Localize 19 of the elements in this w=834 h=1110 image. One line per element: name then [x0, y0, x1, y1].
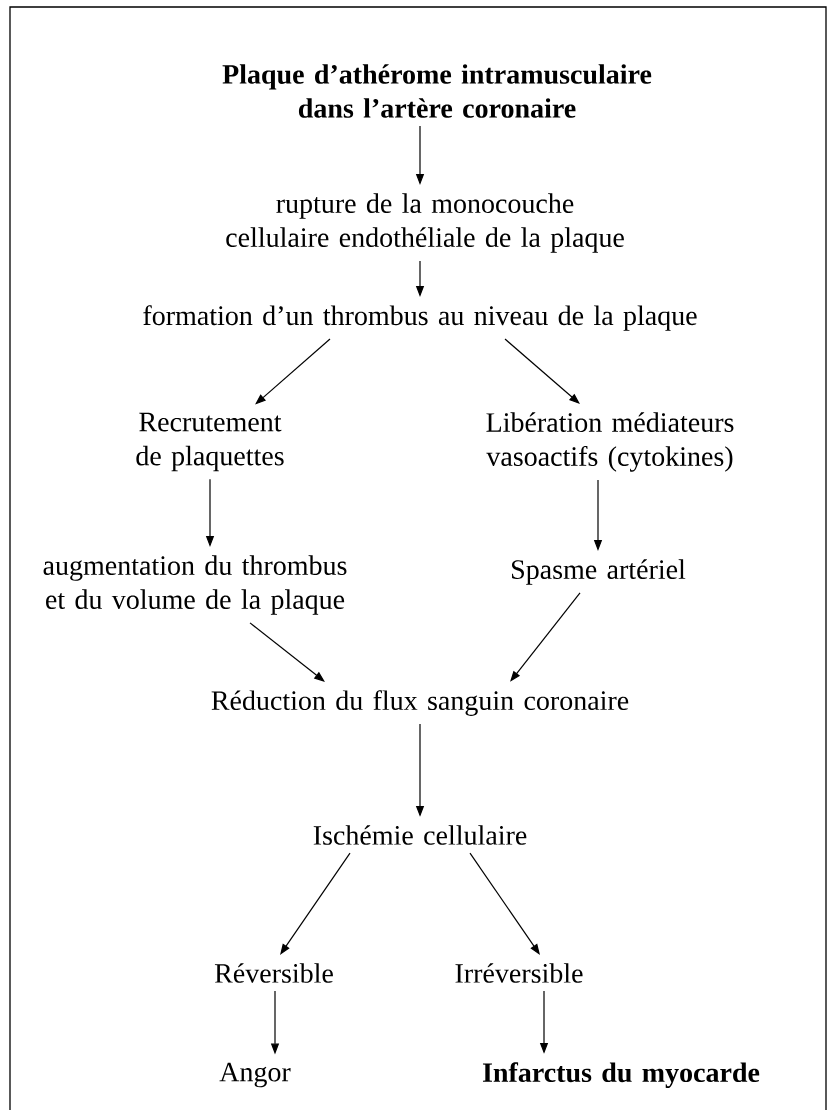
step-text: Réduction du flux sanguin coronaire [211, 690, 629, 716]
step-text: Recrutement de plaquettes [136, 412, 284, 472]
step-text: Angor [219, 1062, 291, 1088]
step-text: rupture de la monocouche cellulaire endothéliale de la plaque [226, 193, 624, 253]
step-text: Libération médiateurs vasoactifs (cytokines) [486, 412, 734, 472]
step-text: Spasme artériel [512, 559, 686, 585]
step-text: Plaque d’athérome intramusculaire dans l’artère coronaire [222, 64, 652, 118]
step-text: Réversible [214, 963, 333, 983]
arrow [469, 852, 540, 955]
arrow [504, 338, 580, 404]
step-text: augmentation du thrombus et du volume de la plaque [43, 555, 347, 615]
arrow [510, 592, 581, 682]
step-text: Infarctus du myocarde [483, 1062, 760, 1088]
arrow [249, 622, 325, 682]
step-text: Ischémie cellulaire [313, 825, 527, 845]
arrow [255, 338, 331, 405]
step-text: Irréversible [455, 963, 583, 983]
arrow [280, 852, 351, 955]
step-text: formation d’un thrombus au niveau de la plaque [143, 305, 697, 331]
